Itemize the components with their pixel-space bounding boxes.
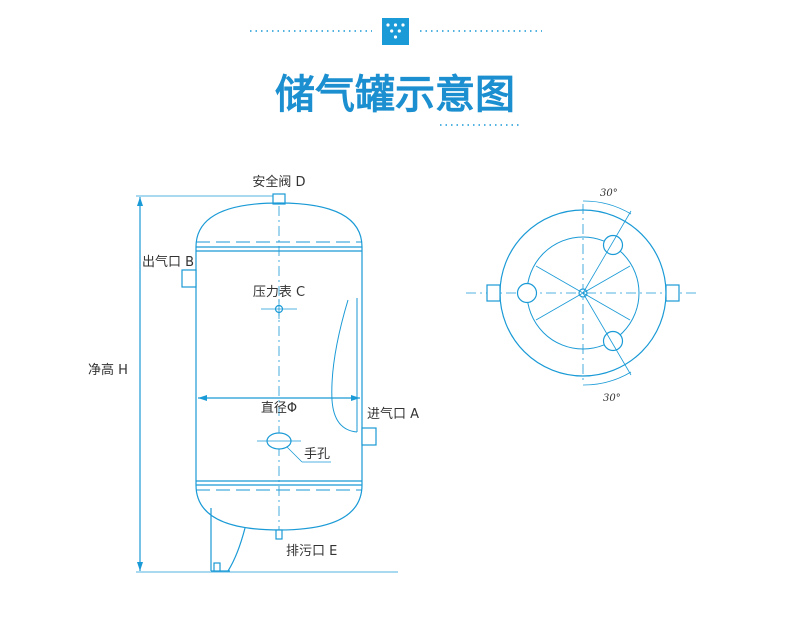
safety-valve-label: 安全阀 D — [252, 174, 305, 190]
outlet-nozzle — [181, 269, 197, 288]
top-dome — [195, 202, 363, 248]
page-title: 储气罐示意图 — [275, 72, 515, 118]
side-view-labels: 安全阀 D 出气口 B 压力表 C 净高 H 直径Φ 进气口 A 手孔 排污口 … — [88, 174, 419, 559]
pressure-gauge-symbol — [261, 299, 297, 319]
drain-pipe — [275, 529, 283, 540]
right-leg — [227, 527, 246, 572]
diameter-label: 直径Φ — [261, 401, 297, 416]
logo-icon — [382, 18, 409, 45]
upper-hole — [602, 234, 624, 256]
header-decoration — [250, 18, 542, 45]
height-label: 净高 H — [88, 362, 128, 378]
top-view-right-nozzle — [665, 284, 680, 302]
inlet-nozzle — [361, 427, 377, 446]
inlet-pipe — [331, 298, 358, 433]
top-view-left-nozzle — [486, 284, 501, 302]
outlet-label: 出气口 B — [142, 254, 194, 270]
lower-angle-label: 30° — [603, 393, 621, 404]
safety-valve-nozzle — [272, 193, 286, 205]
upper-angle-arc — [582, 200, 632, 215]
top-view-labels: 30° 30° — [600, 188, 621, 404]
foot-bolt — [213, 562, 221, 572]
logo-dots — [386, 23, 405, 39]
top-view — [466, 200, 700, 386]
left-hole — [516, 282, 538, 304]
inlet-label: 进气口 A — [367, 406, 419, 422]
drain-label: 排污口 E — [286, 544, 337, 559]
pressure-gauge-label: 压力表 C — [253, 285, 305, 300]
hand-hole-label: 手孔 — [304, 447, 330, 462]
lower-hole — [602, 330, 624, 352]
upper-angle-label: 30° — [600, 188, 618, 199]
side-view — [136, 193, 398, 573]
lower-angle-arc — [582, 371, 632, 386]
